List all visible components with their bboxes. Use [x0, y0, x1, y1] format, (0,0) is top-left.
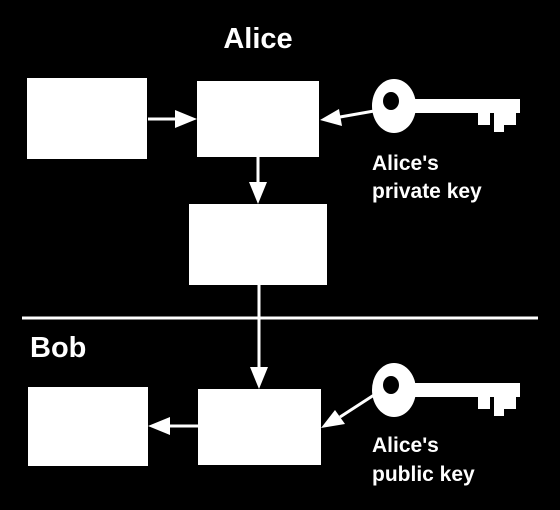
message-box	[27, 78, 147, 159]
sender-name: Alice	[223, 23, 292, 55]
arrow-message-to-sign	[148, 110, 197, 128]
sign-box	[197, 81, 319, 157]
private-key-label-line2: private key	[372, 180, 482, 203]
verify-box	[198, 389, 321, 465]
arrow-signed-message-to-verify	[250, 285, 268, 389]
arrow-verify-to-recovered-message	[148, 417, 198, 435]
public-key-label-line2: public key	[372, 463, 475, 486]
key-icon	[372, 79, 520, 133]
signed-message-box	[189, 204, 327, 285]
arrow-public-key-to-verify	[321, 393, 375, 428]
public-key-label-line1: Alice's	[372, 434, 439, 457]
recovered-message-box	[28, 387, 148, 466]
arrow-private-key-to-sign	[320, 109, 375, 126]
arrow-sign-to-signed-message	[249, 157, 267, 204]
key-icon	[372, 363, 520, 417]
private-key-label-line1: Alice's	[372, 152, 439, 175]
receiver-name: Bob	[30, 332, 86, 364]
